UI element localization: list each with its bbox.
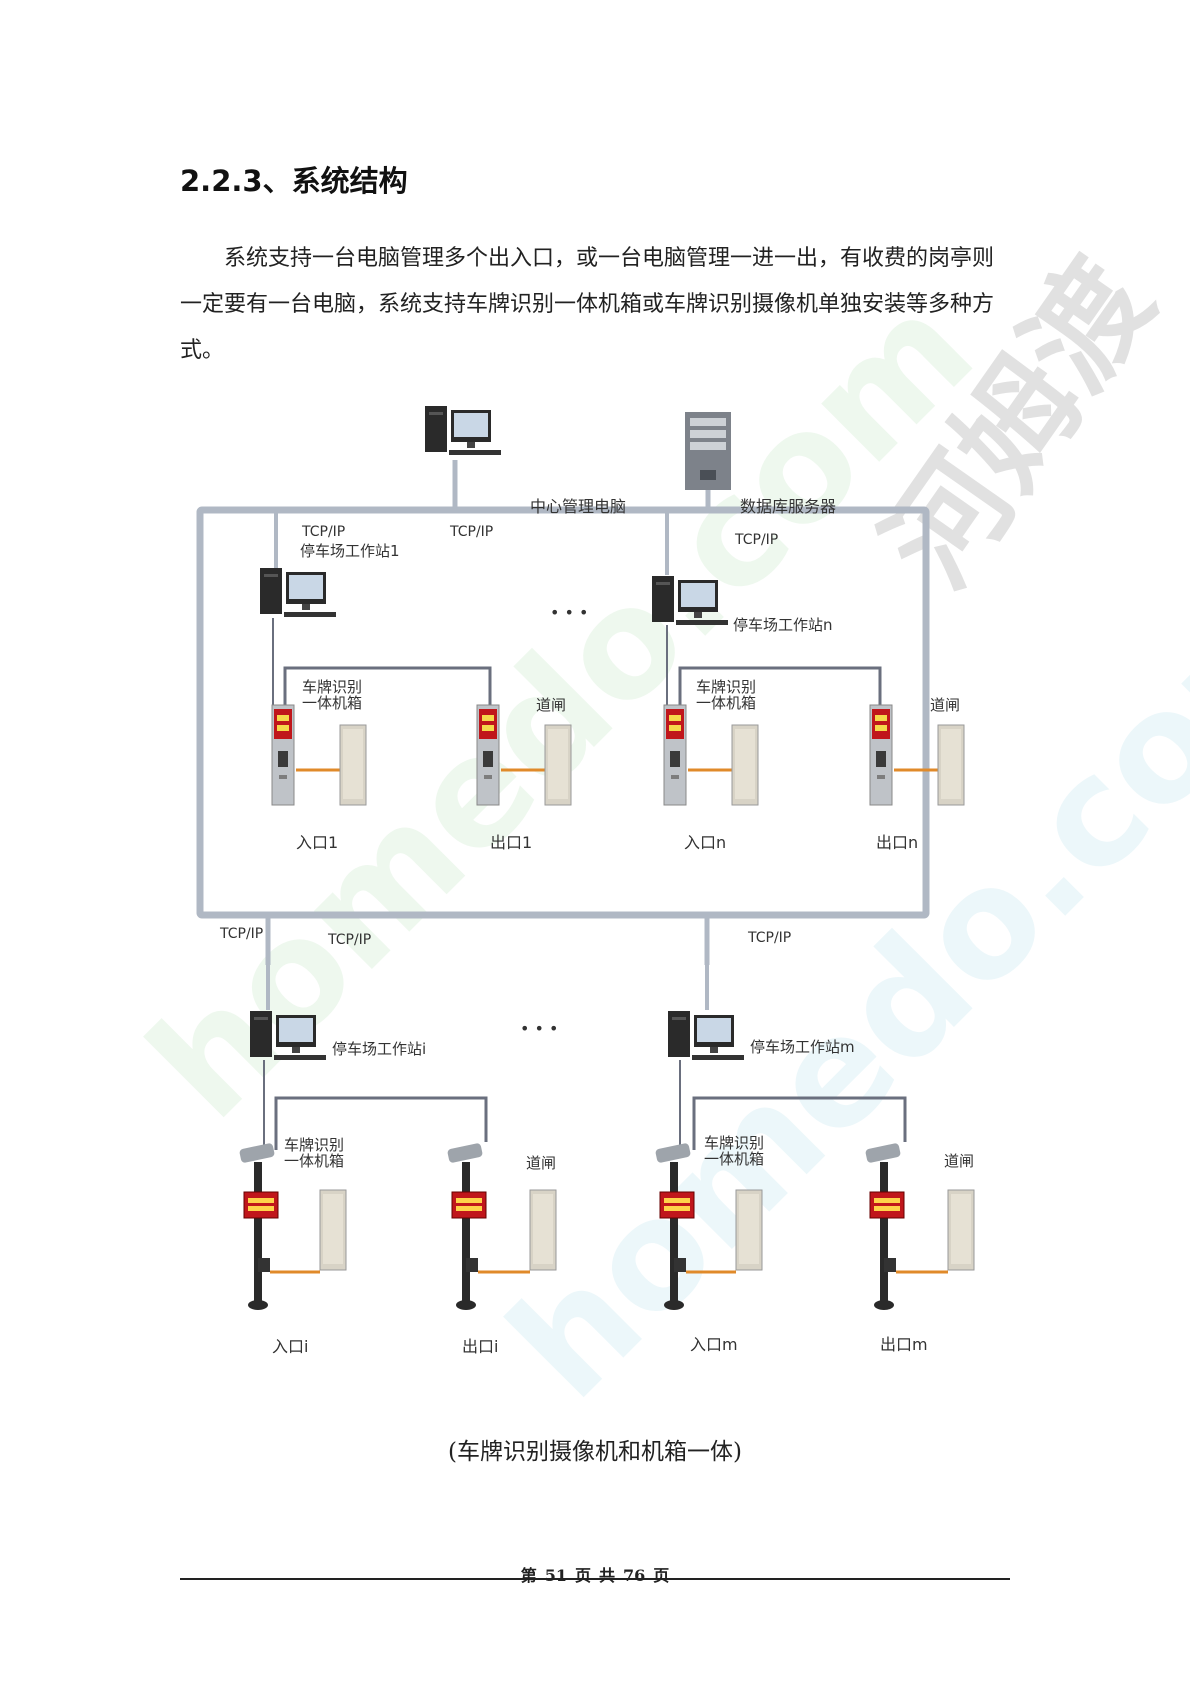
barrier-gate-entry-n [731, 724, 759, 806]
lpr-box-label: 车牌识别 [696, 678, 756, 696]
barrier-gate-exit-n [937, 724, 965, 806]
gate-label: 道闸 [944, 1152, 974, 1170]
exit-m-label: 出口m [880, 1335, 928, 1354]
lpr-box-label: 一体机箱 [302, 694, 362, 712]
barrier-gate-entry-i [319, 1189, 347, 1271]
ellipsis: • • • [550, 603, 588, 622]
gate-label: 道闸 [536, 696, 566, 714]
network-backbone [196, 506, 930, 919]
total-unit: 页 [653, 1566, 670, 1585]
barrier-gate-entry-m [735, 1189, 763, 1271]
barrier-gate-exit-i [529, 1189, 557, 1271]
tcpip-label: TCP/IP [219, 926, 263, 942]
link [274, 1096, 488, 1150]
page-current: 51 [544, 1566, 567, 1585]
tcpip-label: TCP/IP [301, 524, 345, 540]
camera-pole-entry-i [238, 1142, 279, 1311]
tcpip-label: TCP/IP [747, 930, 791, 946]
lpr-box-exit-1 [476, 704, 500, 806]
lpr-box-exit-n [869, 704, 893, 806]
lpr-box-label: 一体机箱 [704, 1150, 764, 1168]
workstation-i-icon [250, 1011, 326, 1060]
tcpip-label: TCP/IP [327, 932, 371, 948]
lpr-box-label: 车牌识别 [704, 1134, 764, 1152]
db-server-label: 数据库服务器 [740, 497, 836, 516]
link [283, 666, 492, 705]
workstation-m-icon [668, 1011, 744, 1060]
exit-n-label: 出口n [876, 833, 918, 852]
tcpip-label: TCP/IP [449, 524, 493, 540]
exit-i-label: 出口i [462, 1337, 498, 1356]
entry-1-label: 入口1 [296, 833, 338, 852]
exit-1-label: 出口1 [490, 833, 532, 852]
entry-i-label: 入口i [272, 1337, 308, 1356]
total-label: 共 [599, 1566, 616, 1585]
barrier-gate-entry-1 [339, 724, 367, 806]
workstation-n-icon [652, 576, 728, 625]
workstation-m-label: 停车场工作站m [750, 1038, 855, 1056]
center-pc-label: 中心管理电脑 [530, 497, 626, 516]
entry-m-label: 入口m [690, 1335, 738, 1354]
center-pc-icon [425, 406, 501, 455]
workstation-1-label: 停车场工作站1 [300, 542, 400, 560]
camera-pole-exit-i [446, 1142, 487, 1311]
lpr-box-label: 车牌识别 [302, 678, 362, 696]
lpr-box-entry-1 [271, 704, 295, 806]
tcpip-label: TCP/IP [734, 532, 778, 548]
page-unit: 页 [574, 1566, 591, 1585]
entry-n-label: 入口n [684, 833, 726, 852]
lpr-box-label: 车牌识别 [284, 1136, 344, 1154]
ellipsis: • • • [520, 1019, 558, 1038]
lpr-box-label: 一体机箱 [284, 1152, 344, 1170]
camera-pole-exit-m [864, 1142, 905, 1311]
workstation-i-label: 停车场工作站i [332, 1040, 426, 1058]
page-label: 第 [520, 1566, 537, 1585]
lpr-box-label: 一体机箱 [696, 694, 756, 712]
gate-label: 道闸 [526, 1154, 556, 1172]
barrier-gate-exit-m [947, 1189, 975, 1271]
body-paragraph: 系统支持一台电脑管理多个出入口，或一台电脑管理一进一出，有收费的岗亭则一定要有一… [180, 246, 995, 363]
barrier-gate-exit-1 [544, 724, 572, 806]
page-total: 76 [623, 1566, 646, 1585]
db-server-icon [685, 412, 731, 490]
footer-rule [180, 1578, 1010, 1580]
camera-pole-entry-m [654, 1142, 695, 1311]
link [692, 1096, 907, 1150]
lpr-box-entry-n [663, 704, 687, 806]
workstation-1-icon [260, 568, 336, 617]
gate-label: 道闸 [930, 696, 960, 714]
workstation-n-label: 停车场工作站n [733, 616, 833, 634]
section-heading: 2.2.3、系统结构 [180, 164, 408, 198]
link [678, 666, 882, 705]
system-structure-diagram: 中心管理电脑 数据库服务器 TCP/IP TCP/IP TCP/IP • • •… [196, 406, 975, 1356]
figure-caption: (车牌识别摄像机和机箱一体) [448, 1439, 742, 1465]
